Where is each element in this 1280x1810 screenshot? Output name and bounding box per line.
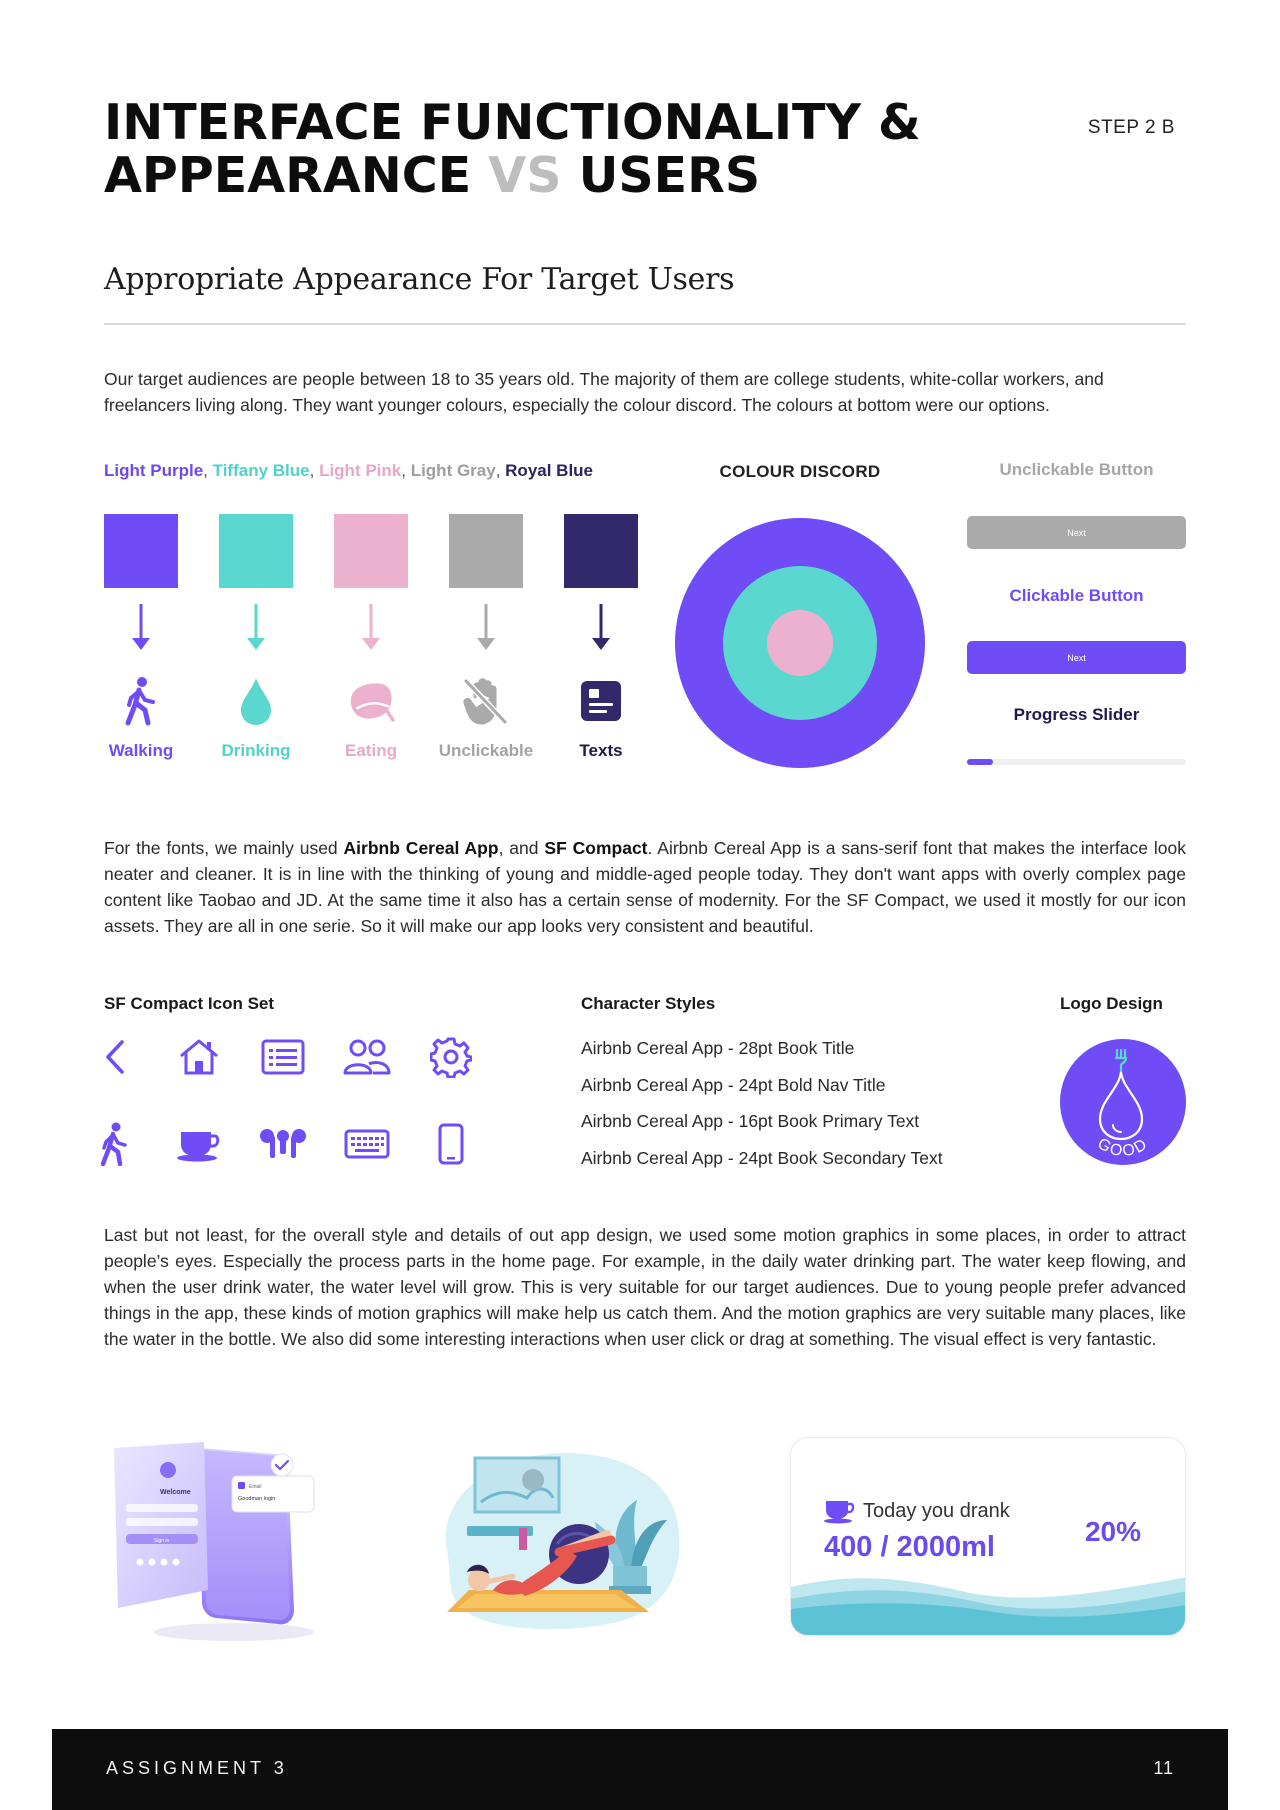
coffee-cup-icon [172,1117,226,1171]
home-icon [172,1030,226,1084]
palette-column: Walking [104,514,178,761]
palette-name-0: Light Purple [104,461,204,480]
phone-mockup-illustration: Welcome Sign in Email Goodman login [114,1442,315,1641]
good-logo: GOOD [1060,1039,1186,1165]
progress-slider[interactable] [967,759,1186,765]
water-wave [791,1577,1185,1635]
character-style-item: Airbnb Cereal App - 16pt Book Primary Te… [581,1111,920,1131]
intro-paragraph: Our target audiences are people between … [104,369,1104,415]
palette-separator: , [203,461,213,480]
arrow-down-icon [129,602,153,659]
people-icon [340,1030,394,1084]
palette-column: Unclickable [439,514,533,761]
colour-swatch [449,514,523,588]
unclickable-next-button: Next [967,516,1186,549]
usage-label: Drinking [221,741,291,760]
progress-slider-fill [967,759,994,765]
icon-set-heading: SF Compact Icon Set [104,994,275,1013]
section-title: Appropriate Appearance For Target Users [104,262,735,297]
slider-heading: Progress Slider [1013,705,1140,724]
palette-column: Drinking [219,514,293,761]
water-drop-icon [232,675,280,727]
title-line-2b: USERS [561,147,761,204]
leaf-icon [347,675,395,727]
palette-separator: , [309,461,320,480]
palette-name-1: Tiffany Blue [212,461,310,480]
colour-discord-target [675,518,925,768]
fonts-paragraph: For the fonts, we mainly used Airbnb Cer… [104,835,1186,939]
character-style-item: Airbnb Cereal App - 24pt Bold Nav Title [581,1074,886,1095]
walking-icon [88,1117,142,1171]
water-value: 400 / 2000ml [824,1531,995,1563]
clickable-next-button[interactable]: Next [967,641,1186,674]
palette-column: Eating [334,514,408,761]
colour-swatch [104,514,178,588]
step-label: STEP 2 B [1087,117,1175,138]
discord-ring-inner [767,610,833,676]
title-line-1: INTERFACE FUNCTIONALITY & [104,94,921,151]
arrow-down-icon [359,602,383,659]
palette-name-2: Light Pink [319,461,402,480]
palette-column: Texts [564,514,638,761]
text-document-icon [577,675,625,727]
motion-paragraph: Last but not least, for the overall styl… [104,1225,1186,1349]
palette-names: Light Purple, Tiffany Blue, Light Pink, … [104,461,593,481]
gear-icon [424,1030,478,1084]
character-style-item: Airbnb Cereal App - 28pt Book Title [581,1038,855,1058]
mockup-card-text: Goodman login [238,1496,275,1502]
palette-name-3: Light Gray [410,461,496,480]
font-name-sf-compact: SF Compact [544,838,648,858]
colour-swatch [334,514,408,588]
logo-design-heading: Logo Design [1060,994,1163,1013]
usage-label: Unclickable [438,741,534,760]
mockup-welcome: Welcome [160,1489,191,1496]
palette-name-4: Royal Blue [505,461,594,480]
footer-page-number: 11 [1153,1758,1174,1778]
fonts-text-1: For the fonts, we mainly used [104,838,344,858]
colour-swatch [219,514,293,588]
palette-separator: , [495,461,506,480]
water-tracker-card: Today you drank 400 / 2000ml 20% [790,1437,1186,1636]
arrow-down-icon [244,602,268,659]
water-percent: 20% [1084,1516,1141,1547]
character-styles-heading: Character Styles [581,994,716,1013]
page-title: INTERFACE FUNCTIONALITY & APPEARANCE VS … [104,96,984,202]
font-name-airbnb: Airbnb Cereal App [343,838,499,858]
footer-assignment: ASSIGNMENT 3 [106,1758,288,1778]
back-chevron-icon [90,1030,144,1084]
colour-swatch [564,514,638,588]
phone-icon [424,1117,478,1171]
colour-discord-title: COLOUR DISCORD [719,462,881,481]
mockup-signin: Sign in [154,1538,170,1544]
clickable-heading: Clickable Button [1009,586,1144,605]
keyboard-icon [340,1117,394,1171]
mockup-card-label: Email [249,1484,262,1490]
arrow-down-icon [474,602,498,659]
list-icon [256,1030,310,1084]
walking-icon [117,675,165,727]
title-line-2a: APPEARANCE [104,147,489,204]
no-touch-icon [462,675,510,727]
palette-separator: , [401,461,411,480]
usage-label: Eating [345,741,397,760]
usage-label: Texts [579,741,623,760]
coffee-cup-icon [824,1501,855,1524]
section-divider [104,323,1186,325]
arrow-down-icon [589,602,613,659]
earbuds-icon [256,1117,310,1171]
page-footer: ASSIGNMENT 3 11 [52,1729,1228,1810]
fonts-text-3: . Airbnb Cereal App is a sans-serif font… [104,838,1186,936]
fonts-text-2: , and [498,838,545,858]
exercise-illustration [445,1453,680,1630]
water-label: Today you drank [863,1500,1010,1522]
usage-label: Walking [108,741,174,760]
title-vs: VS [488,147,562,204]
unclickable-heading: Unclickable Button [999,460,1154,479]
character-style-item: Airbnb Cereal App - 24pt Book Secondary … [581,1147,943,1168]
